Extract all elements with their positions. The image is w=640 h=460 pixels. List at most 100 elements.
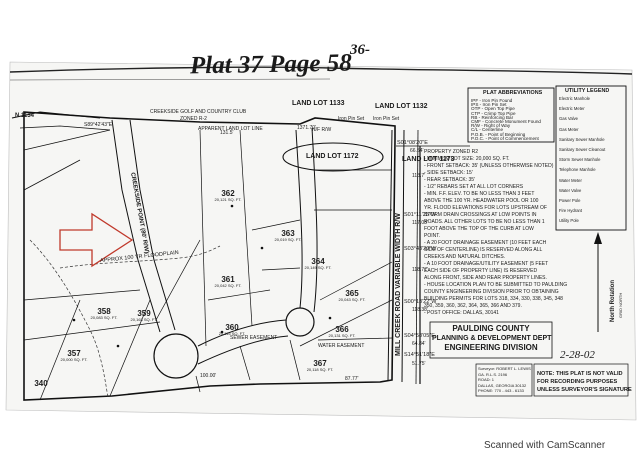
lot-area: 20,121 SQ. FT. xyxy=(214,197,242,202)
abbreviation-item: IPS - Iron Pin Set xyxy=(471,102,507,108)
seal-note-line: UNLESS SURVEYOR'S SIGNATURE xyxy=(537,387,632,393)
lot-361: 361 20,042 SQ. FT. xyxy=(208,276,248,288)
lot-359: 359 20,163 SQ. FT. xyxy=(124,310,164,322)
water-easement-label: WATER EASEMENT xyxy=(318,343,365,349)
lot-area: 20,000 SQ. FT. xyxy=(60,357,88,362)
note-item: - A 20 FOOT DRAINAGE EASEMENT (10 FEET E… xyxy=(424,240,547,246)
distance-1: 66.54' xyxy=(410,148,424,154)
distance-6: 64.84' xyxy=(412,341,426,347)
abbreviation-item: C/L - Centerline xyxy=(471,127,503,133)
lot-number: 359 xyxy=(137,309,151,318)
lot-number: 358 xyxy=(97,307,111,316)
lot-340: 340 xyxy=(26,380,56,388)
tie-1: S01°11'25"W xyxy=(404,212,437,218)
lot-367: 367 20,118 SQ. FT. xyxy=(300,360,340,372)
surveyor-line: PHONE: 770 - 443 - 6133 xyxy=(478,388,524,393)
distance-7: 51.75' xyxy=(412,361,426,367)
note-item: CREEKS AND NATURAL DITCHES. xyxy=(424,254,506,260)
mill-creek-road: MILL CREEK ROAD VARIABLE WIDTH R/W xyxy=(395,213,402,356)
surveyor-line: Surveyor: ROBERT L. LEWIS xyxy=(478,366,531,371)
distance-5: 118.38' xyxy=(412,307,428,313)
note-item: SIDE OF CENTERLINE) IS RESERVED ALONG AL… xyxy=(424,247,543,253)
stamp-line-1: PAULDING COUNTY xyxy=(452,324,530,333)
note-item: YR. FLOOD ELEVATIONS FOR LOTS UPSTREAM O… xyxy=(424,205,547,211)
lot-362: 362 20,121 SQ. FT. xyxy=(208,190,248,202)
seal-note-line: NOTE: THIS PLAT IS NOT VALID xyxy=(537,371,623,377)
note-item: - POST OFFICE: DALLAS, 30141 xyxy=(424,310,499,316)
iron-pin-set-1: Iron Pin Set xyxy=(338,116,365,122)
lot-area: 20,083 SQ. FT. xyxy=(90,315,118,320)
note-item: EACH SIDE OF PROPERTY LINE) IS RESERVED xyxy=(424,268,538,274)
lot-364: 364 20,149 SQ. FT. xyxy=(298,258,338,270)
abbreviation-item: CMF - Concrete Monument Found xyxy=(471,119,541,124)
row-label: N/F R/W xyxy=(312,127,332,133)
lot-area: 20,115 SQ. FT. xyxy=(218,331,246,336)
lot-area: 20,163 SQ. FT. xyxy=(130,317,158,322)
lot-area: 20,042 SQ. FT. xyxy=(214,283,242,288)
utility-legend-item: Gas Valve xyxy=(559,116,579,122)
land-lot-1172: LAND LOT 1172 xyxy=(306,153,359,160)
lot-357: 357 20,000 SQ. FT. xyxy=(54,350,94,362)
lot-number: 367 xyxy=(313,359,327,368)
tie-5: S14°51'18"E xyxy=(404,352,435,358)
utility-legend-item: Water Valve xyxy=(559,187,582,193)
note-item: - 1/2" REBARS SET AT ALL LOT CORNERS xyxy=(424,184,524,190)
distance-9: 1371.70' xyxy=(297,125,317,131)
note-item: - REAR SETBACK: 35' xyxy=(424,177,475,183)
distance-top-row: 100.00' xyxy=(200,373,217,379)
abbreviation-item: P.O.C. - Point of Commencement xyxy=(471,135,539,141)
lot-number: 365 xyxy=(345,289,359,298)
north-arrow-label: North Rotation xyxy=(610,280,616,322)
note-item: BUILDING PERMITS FOR LOTS 318, 334, 330,… xyxy=(424,296,563,302)
lot-area: 20,149 SQ. FT. xyxy=(304,265,332,270)
note-item: ABOVE THE 100 YR. HEADWATER POOL OR 100 xyxy=(424,198,539,204)
lot-358: 358 20,083 SQ. FT. xyxy=(84,308,124,320)
iron-pin-set-2: Iron Pin Set xyxy=(373,116,400,122)
abbreviation-item: R/W - Right of Way xyxy=(471,123,511,129)
lot-365: 365 20,043 SQ. FT. xyxy=(332,290,372,302)
plat-reference: Plat 37 Page 58 xyxy=(189,49,353,80)
utility-legend-item: Fire Hydrant xyxy=(559,208,583,214)
lot-363: 363 20,019 SQ. FT. xyxy=(268,230,308,242)
note-item: - FRONT SETBACK: 35' (UNLESS OTHERWISE N… xyxy=(424,163,554,169)
abbreviation-item: OTP - Open Top Pipe xyxy=(471,106,515,112)
lot-366: 366 20,131 SQ. FT. xyxy=(322,326,362,338)
stamp-date: 2-28-02 xyxy=(560,349,595,361)
lot-number: 340 xyxy=(34,379,48,388)
utility-legend-item: Utility Pole xyxy=(559,218,579,224)
tie-3: S00°13'22"W xyxy=(404,299,437,305)
apparent-line-label: APPARENT LAND LOT LINE xyxy=(198,126,263,132)
abbreviation-item: IPF - Iron Pin Found xyxy=(471,98,513,103)
note-item: ROADS. ALL OTHER LOTS TO BE NO LESS THAN… xyxy=(424,219,545,225)
note-item: 350, 359, 360, 362, 364, 365, 366 AND 37… xyxy=(424,303,522,309)
land-lot-1134: N 1134 xyxy=(15,113,35,119)
abbreviation-item: P.O.B. - Point of Beginning xyxy=(471,131,526,137)
lot-number: 361 xyxy=(221,275,235,284)
distance-2: 113.7' xyxy=(412,173,426,179)
note-item: - HOUSE LOCATION PLAN TO BE SUBMITTED TO… xyxy=(424,282,568,288)
stamp-line-2: PLANNING & DEVELOPMENT DEPT xyxy=(432,335,552,342)
utility-legend-item: Storm Sewer Manhole xyxy=(559,157,601,163)
county-stamp: PAULDING COUNTY PLANNING & DEVELOPMENT D… xyxy=(432,324,552,353)
stamp-line-3: ENGINEERING DIVISION xyxy=(444,343,538,352)
distance-3: 117.03' xyxy=(412,220,428,226)
land-lot-1173: LAND LOT 1173 xyxy=(402,156,455,163)
north-arrow-sub: GRID NORTH xyxy=(618,292,623,318)
lot-area: 20,019 SQ. FT. xyxy=(274,237,302,242)
utility-legend-title: UTILITY LEGEND xyxy=(565,88,610,94)
creekside-zoning: ZONED R-2 xyxy=(180,116,207,122)
lot-area: 20,118 SQ. FT. xyxy=(306,367,334,372)
lot-number: 366 xyxy=(335,325,349,334)
lot-number: 363 xyxy=(281,229,295,238)
corner-mark: 36- xyxy=(350,42,370,58)
note-item: PROPERTY ZONED R2 xyxy=(424,149,478,155)
surveyor-box: Surveyor: ROBERT L. LEWIS GA. R.L.S. 219… xyxy=(478,366,532,394)
utility-legend-item: Electric Manhole xyxy=(559,96,590,101)
abbreviation-item: RB - Reinforcing Bar xyxy=(471,114,514,120)
note-item: FOOT ABOVE THE TOP OF THE CURB AT LOW xyxy=(424,226,534,232)
surveyor-line: ROAD: 1 xyxy=(478,377,495,382)
lot-number: 362 xyxy=(221,189,235,198)
